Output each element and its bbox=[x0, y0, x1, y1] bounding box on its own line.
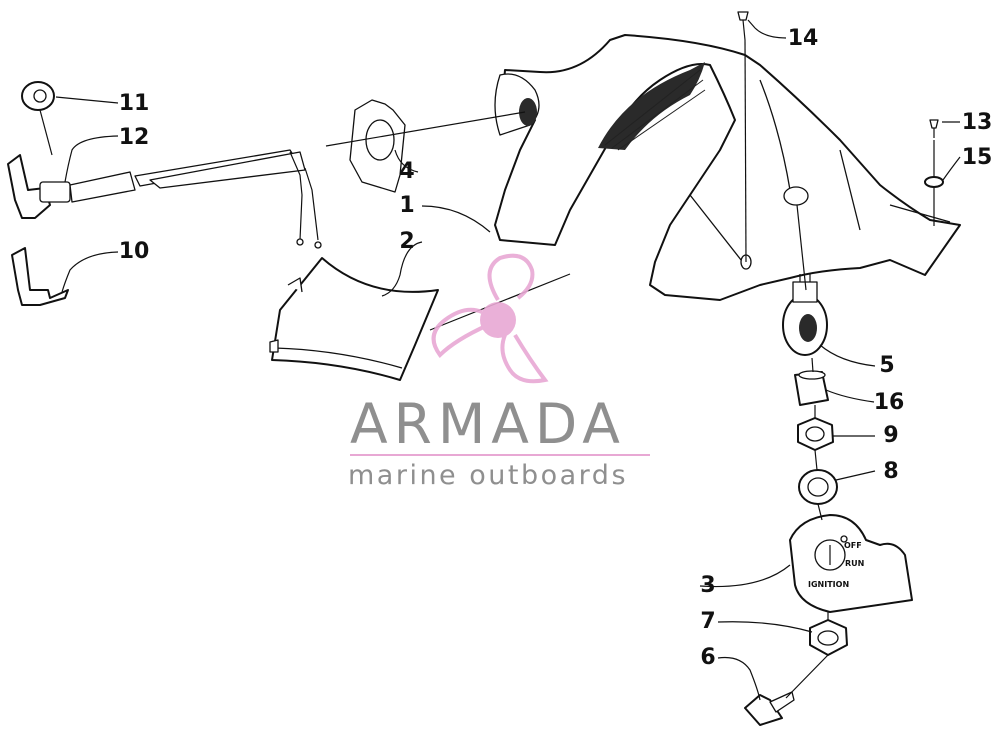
callout-15: 15 bbox=[962, 145, 993, 170]
nut-part-11 bbox=[21, 81, 55, 111]
callout-10: 10 bbox=[119, 239, 150, 264]
lower-panel-part-2 bbox=[269, 257, 439, 381]
callout-9: 9 bbox=[883, 423, 898, 448]
callout-14: 14 bbox=[788, 26, 819, 51]
callout-numbers: 1 2 3 4 5 6 7 8 9 10 11 12 13 14 15 16 bbox=[119, 26, 993, 670]
cable-assembly-part-12 bbox=[7, 149, 322, 249]
console-cover-part-1 bbox=[494, 34, 961, 301]
ignition-switch-part-5 bbox=[782, 274, 828, 356]
callout-4: 4 bbox=[399, 159, 414, 184]
callout-3: 3 bbox=[700, 573, 715, 598]
off-label: OFF bbox=[844, 541, 862, 550]
propeller-logo-icon bbox=[431, 253, 549, 384]
callout-11: 11 bbox=[119, 91, 150, 116]
assembly-lines bbox=[39, 39, 935, 699]
lock-washer-part-8 bbox=[798, 469, 838, 505]
run-label: RUN bbox=[845, 559, 864, 568]
callout-13: 13 bbox=[962, 110, 993, 135]
callout-5: 5 bbox=[879, 353, 894, 378]
screw-part-14 bbox=[737, 11, 749, 41]
bezel-nut-part-7 bbox=[809, 619, 848, 656]
hex-nut-part-9 bbox=[797, 417, 834, 451]
gasket-part-4 bbox=[349, 99, 406, 193]
armada-watermark: ARMADA marine outboards bbox=[348, 253, 650, 491]
bushing-part-16 bbox=[794, 370, 829, 406]
callout-2: 2 bbox=[399, 229, 414, 254]
callout-7: 7 bbox=[700, 609, 715, 634]
screw-part-13 bbox=[929, 119, 939, 138]
callout-6: 6 bbox=[700, 645, 715, 670]
callout-leaders bbox=[55, 19, 961, 701]
throttle-lever-part-10 bbox=[11, 247, 69, 306]
ignition-label: IGNITION bbox=[808, 580, 849, 589]
ignition-plate-part-3: OFF RUN IGNITION bbox=[789, 514, 913, 613]
washer-part-15 bbox=[924, 176, 944, 188]
brand-name: ARMADA bbox=[350, 392, 626, 456]
brand-tagline: marine outboards bbox=[348, 460, 628, 491]
callout-16: 16 bbox=[874, 390, 905, 415]
key-part-6 bbox=[744, 691, 795, 726]
callout-8: 8 bbox=[883, 459, 898, 484]
callout-1: 1 bbox=[399, 193, 414, 218]
callout-12: 12 bbox=[119, 125, 150, 150]
